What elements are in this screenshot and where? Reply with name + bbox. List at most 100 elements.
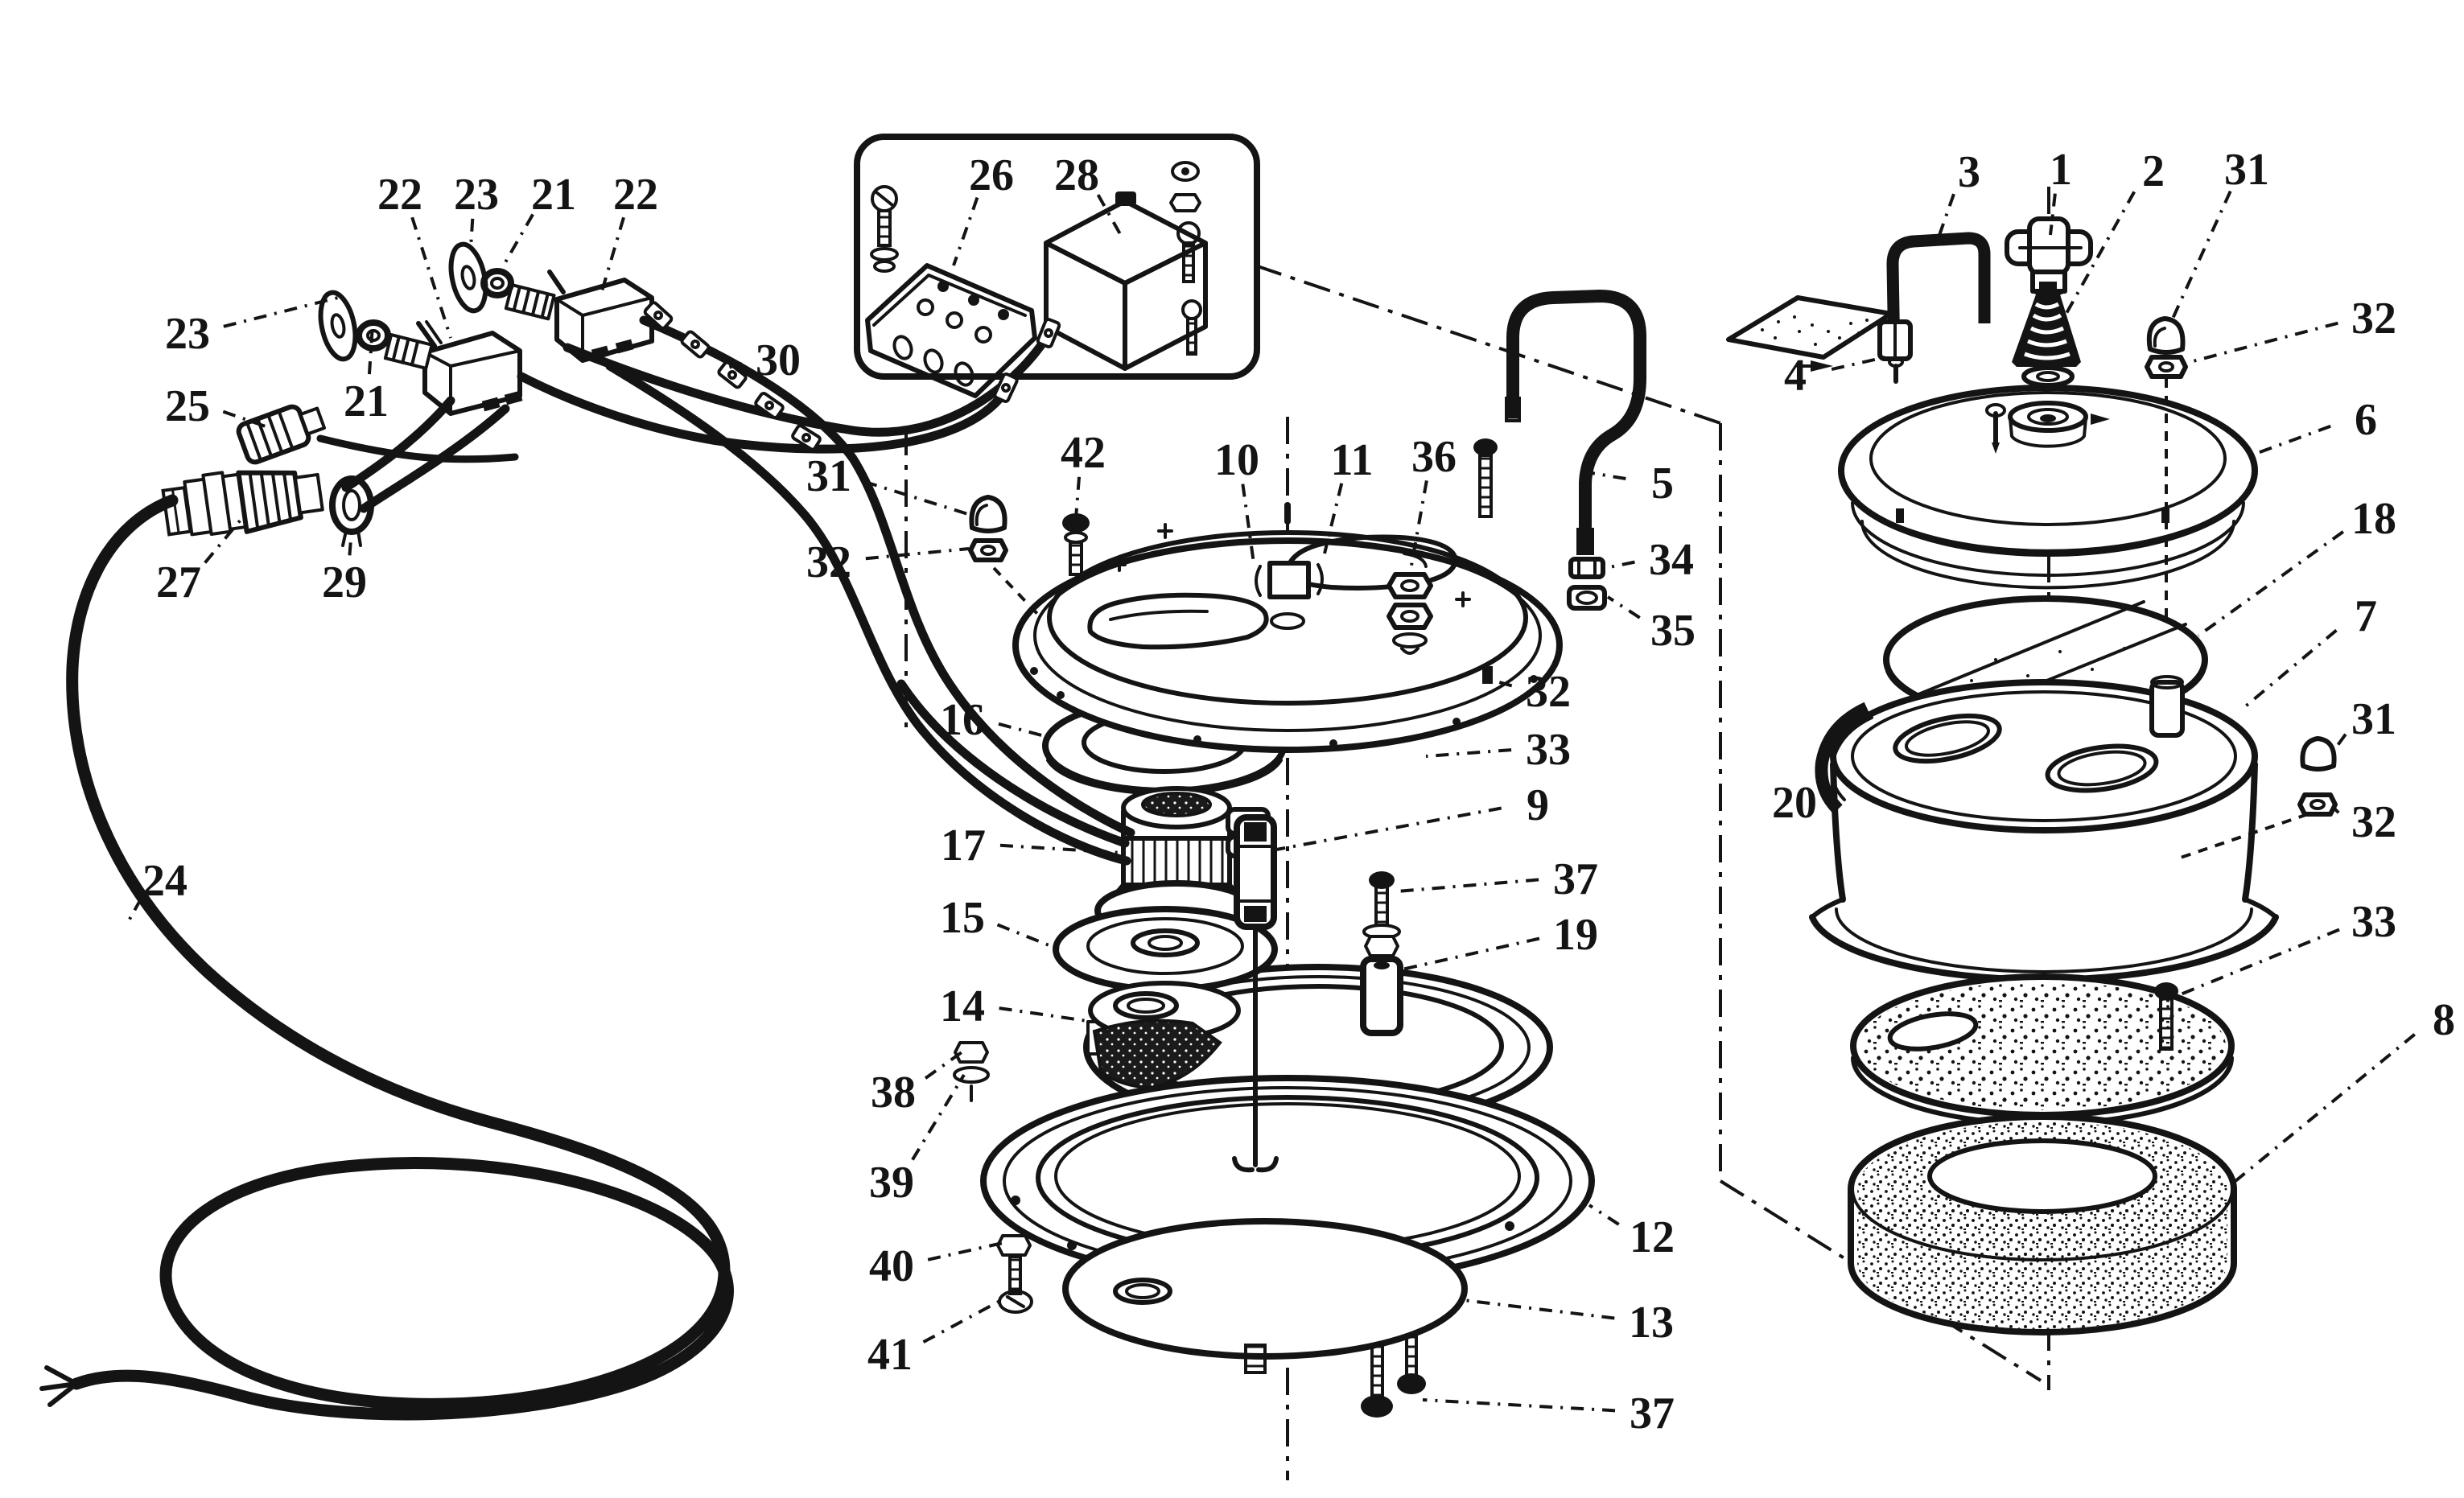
callout-label: 25 bbox=[165, 381, 210, 431]
callout-leader bbox=[1096, 194, 1125, 241]
callout-leader bbox=[999, 843, 1123, 854]
fitting-34 bbox=[1568, 557, 1605, 579]
callout-label: 11 bbox=[1331, 435, 1374, 485]
diffuser-plate bbox=[1088, 981, 1241, 1090]
screw-icon bbox=[870, 185, 899, 273]
housing-7 bbox=[1809, 675, 2279, 983]
callout-leader bbox=[1398, 936, 1540, 972]
toggle-switch-upper bbox=[547, 270, 654, 363]
callout-label: 24 bbox=[142, 856, 187, 906]
cord-clamp bbox=[329, 475, 374, 547]
callout-label: 14 bbox=[940, 982, 985, 1031]
callout-label: 26 bbox=[969, 150, 1014, 200]
callout-leader bbox=[410, 216, 452, 339]
callout-label: 15 bbox=[940, 893, 985, 943]
nut-washer-left bbox=[953, 1041, 990, 1102]
callout-leader bbox=[1606, 595, 1641, 619]
callout-label: 34 bbox=[1649, 535, 1694, 585]
bottom-bolts bbox=[1361, 1334, 1426, 1418]
callout-leader bbox=[1425, 748, 1512, 758]
seal-20 bbox=[1815, 702, 1873, 814]
callout-label: 33 bbox=[2351, 897, 2396, 947]
callout-label: 33 bbox=[1526, 725, 1571, 775]
callout-label: 36 bbox=[1411, 432, 1457, 482]
callout-leader bbox=[2049, 193, 2057, 236]
handle-3 bbox=[1877, 232, 1991, 384]
callout-leader bbox=[2332, 806, 2340, 814]
bolt-33 bbox=[2159, 996, 2174, 1051]
callout-label: 23 bbox=[454, 170, 499, 220]
power-cord bbox=[66, 494, 734, 1421]
callout-leader bbox=[1831, 354, 1893, 371]
callout-leader bbox=[996, 923, 1060, 951]
callout-leader bbox=[223, 296, 339, 328]
washer-round-upper bbox=[480, 268, 514, 298]
callout-leader bbox=[865, 547, 970, 561]
callout-label: 23 bbox=[165, 309, 210, 359]
spade-terminals bbox=[643, 301, 1061, 451]
fitting-35 bbox=[1567, 585, 1607, 611]
callout-label: 20 bbox=[1772, 778, 1817, 828]
callout-label: 17 bbox=[941, 821, 986, 870]
granular-filter bbox=[1850, 973, 2235, 1126]
mesh-screen bbox=[1092, 1019, 1222, 1090]
callout-label: 28 bbox=[1054, 150, 1099, 200]
right-assembly bbox=[1726, 216, 2338, 1335]
callout-leader bbox=[911, 1073, 966, 1161]
callout-leader bbox=[1493, 679, 1513, 688]
callout-leader bbox=[924, 1051, 963, 1080]
callout-leader bbox=[999, 1006, 1094, 1023]
callout-leader bbox=[348, 529, 353, 556]
callout-label: 42 bbox=[1061, 428, 1106, 478]
callout-label: 13 bbox=[1629, 1298, 1674, 1348]
switch-cluster bbox=[318, 241, 654, 416]
cap-nut-left bbox=[968, 495, 1041, 618]
callout-leader bbox=[2330, 733, 2347, 755]
relay-hardware bbox=[1169, 161, 1202, 356]
tube-group bbox=[1505, 289, 1646, 611]
threaded-neck-lower bbox=[383, 333, 434, 370]
callout-leader bbox=[1591, 471, 1626, 481]
callout-label: 12 bbox=[1630, 1212, 1675, 1262]
callout-label: 39 bbox=[869, 1158, 914, 1208]
callout-label: 32 bbox=[806, 537, 851, 587]
callout-leader bbox=[222, 409, 266, 428]
cap-nut-31-top bbox=[2145, 316, 2188, 379]
callout-leader bbox=[2242, 628, 2338, 710]
callout-label: 31 bbox=[2224, 145, 2269, 195]
callout-leader bbox=[367, 324, 374, 375]
toggle-switch-lower bbox=[416, 320, 523, 416]
callout-leader bbox=[2060, 191, 2136, 323]
bolt-37 bbox=[1362, 871, 1401, 957]
threaded-neck-upper bbox=[504, 283, 556, 321]
callout-leader bbox=[1241, 484, 1255, 564]
relay bbox=[1044, 191, 1208, 371]
callout-label: 32 bbox=[2351, 294, 2396, 344]
callout-leader bbox=[1323, 483, 1344, 554]
callout-label: 8 bbox=[2433, 995, 2455, 1045]
callout-label: 37 bbox=[1630, 1389, 1675, 1438]
callout-leader bbox=[204, 517, 243, 564]
flange-nuts bbox=[1387, 572, 1433, 655]
terminal-block bbox=[865, 263, 1037, 398]
lid-6 bbox=[1838, 385, 2258, 590]
callout-label: 35 bbox=[1650, 606, 1696, 656]
callout-leader bbox=[1823, 781, 1827, 788]
callout-label: 19 bbox=[1553, 910, 1598, 960]
callout-label: 5 bbox=[1651, 459, 1674, 508]
callout-label: 38 bbox=[871, 1068, 916, 1117]
callout-leader bbox=[2171, 190, 2232, 319]
cord-end-fray bbox=[39, 1365, 79, 1407]
inset-box bbox=[854, 134, 1260, 398]
callout-label: 7 bbox=[2355, 591, 2377, 641]
callout-leader bbox=[1275, 806, 1502, 851]
shaft-rod bbox=[1232, 924, 1279, 1173]
gasket-oval-lower bbox=[318, 290, 358, 362]
callout-leader bbox=[2252, 424, 2331, 456]
tank-ring bbox=[980, 1075, 1595, 1290]
callout-label: 29 bbox=[322, 558, 367, 607]
callout-leader bbox=[126, 898, 142, 924]
callout-label: 4 bbox=[1784, 351, 1807, 401]
